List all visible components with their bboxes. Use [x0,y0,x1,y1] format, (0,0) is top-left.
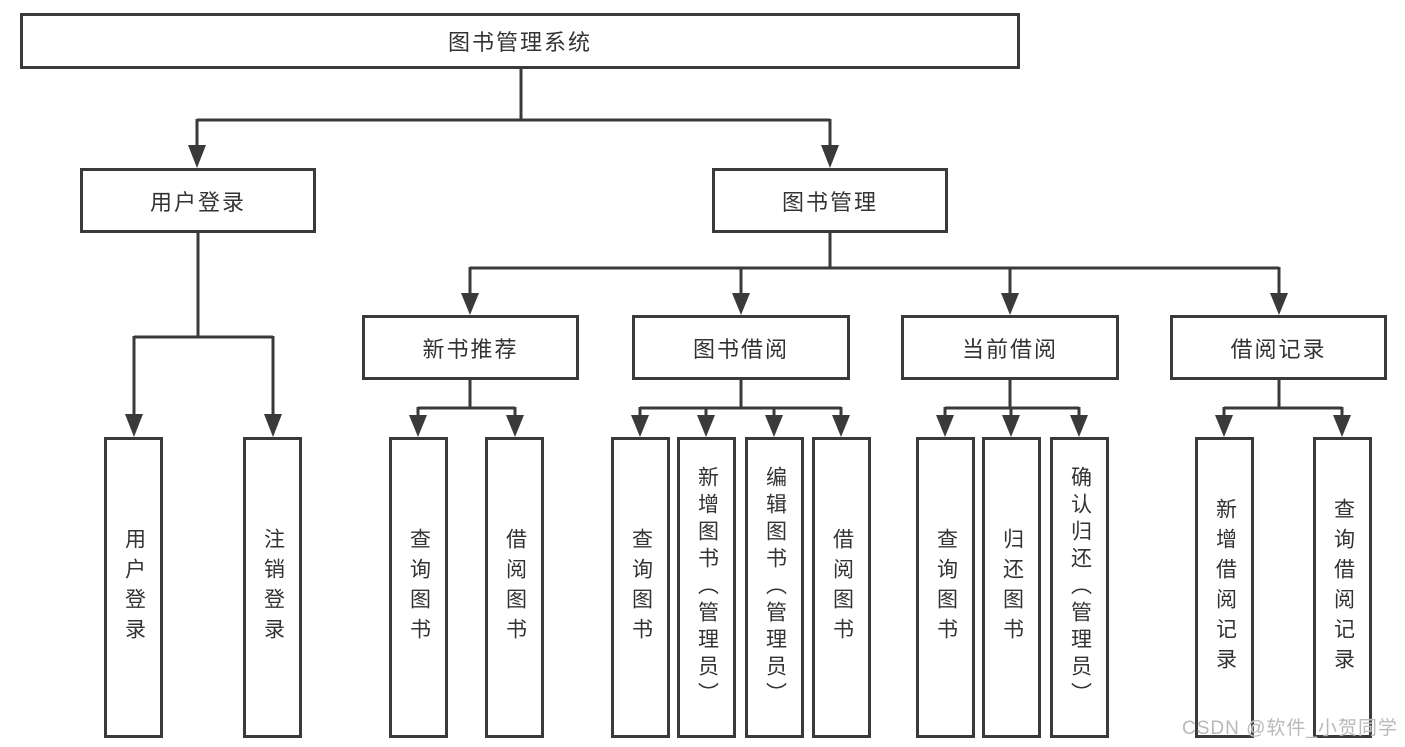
leaf-user-login-label: 用户登录 [122,527,146,648]
csdn-watermark: CSDN @软件_小贺同学 [1182,718,1398,739]
arrowhead [409,415,427,437]
arrowhead [821,145,839,168]
arrowhead [461,293,479,315]
leaf-records-add-record: 新增借阅记录 [1195,437,1254,738]
node-user-login: 用户登录 [80,168,316,233]
node-new-book-recommend-label: 新书推荐 [422,336,519,362]
leaf-recommend-query-book-label: 查询图书 [407,527,431,648]
arrowhead [1215,415,1233,437]
connector-book-borrow [638,380,843,418]
leaf-current-confirm-return-admin: 确认归还（管理员） [1050,437,1109,738]
leaf-borrow-query-book: 查询图书 [611,437,670,738]
connector-book-management [468,233,1281,296]
leaf-user-login: 用户登录 [104,437,163,738]
arrowhead [1001,293,1019,315]
leaf-current-confirm-return-admin-label: 确认归还（管理员） [1068,466,1092,709]
leaf-logout-login: 注销登录 [243,437,302,738]
connector-current-borrow [943,380,1081,418]
node-book-borrow: 图书借阅 [632,315,850,380]
arrowheads [125,145,1351,437]
arrowhead [125,414,143,437]
leaf-records-add-record-label: 新增借阅记录 [1213,497,1237,678]
leaf-borrow-add-book-admin-label: 新增图书（管理员） [695,466,719,709]
connector-root [195,69,832,148]
leaf-borrow-query-book-label: 查询图书 [629,527,653,648]
arrowhead [832,415,850,437]
node-root: 图书管理系统 [20,13,1020,69]
leaf-borrow-borrow-book: 借阅图书 [812,437,871,738]
node-book-borrow-label: 图书借阅 [692,336,789,362]
leaf-recommend-borrow-book-label: 借阅图书 [503,527,527,648]
arrowhead [1002,415,1020,437]
node-borrow-records: 借阅记录 [1170,315,1387,380]
node-user-login-label: 用户登录 [149,189,246,215]
connector-borrow-records [1222,380,1344,418]
leaf-borrow-edit-book-admin-label: 编辑图书（管理员） [763,466,787,709]
arrowhead [732,293,750,315]
leaf-borrow-borrow-book-label: 借阅图书 [830,527,854,648]
leaf-borrow-edit-book-admin: 编辑图书（管理员） [745,437,804,738]
leaf-records-query-record-label: 查询借阅记录 [1331,497,1355,678]
node-current-borrow-label: 当前借阅 [961,336,1058,362]
arrowhead [188,145,206,168]
node-book-management: 图书管理 [712,168,948,233]
arrowhead [765,415,783,437]
arrowhead [264,414,282,437]
leaf-current-return-book: 归还图书 [982,437,1041,738]
leaf-records-query-record: 查询借阅记录 [1313,437,1372,738]
leaf-current-query-book-label: 查询图书 [934,527,958,648]
leaf-logout-login-label: 注销登录 [261,527,285,648]
connector-user-login [132,233,275,418]
leaf-current-return-book-label: 归还图书 [1000,527,1024,648]
arrowhead [631,415,649,437]
node-borrow-records-label: 借阅记录 [1230,336,1327,362]
node-new-book-recommend: 新书推荐 [362,315,579,380]
connector-new-book-recommend [416,380,517,418]
node-root-label: 图书管理系统 [447,30,592,55]
arrowhead [1070,415,1088,437]
leaf-current-query-book: 查询图书 [916,437,975,738]
leaf-recommend-borrow-book: 借阅图书 [485,437,544,738]
leaf-recommend-query-book: 查询图书 [389,437,448,738]
arrowhead [1270,293,1288,315]
arrowhead [697,415,715,437]
arrowhead [1333,415,1351,437]
node-current-borrow: 当前借阅 [901,315,1119,380]
arrowhead [936,415,954,437]
leaf-borrow-add-book-admin: 新增图书（管理员） [677,437,736,738]
arrowhead [506,415,524,437]
node-book-management-label: 图书管理 [781,189,878,215]
